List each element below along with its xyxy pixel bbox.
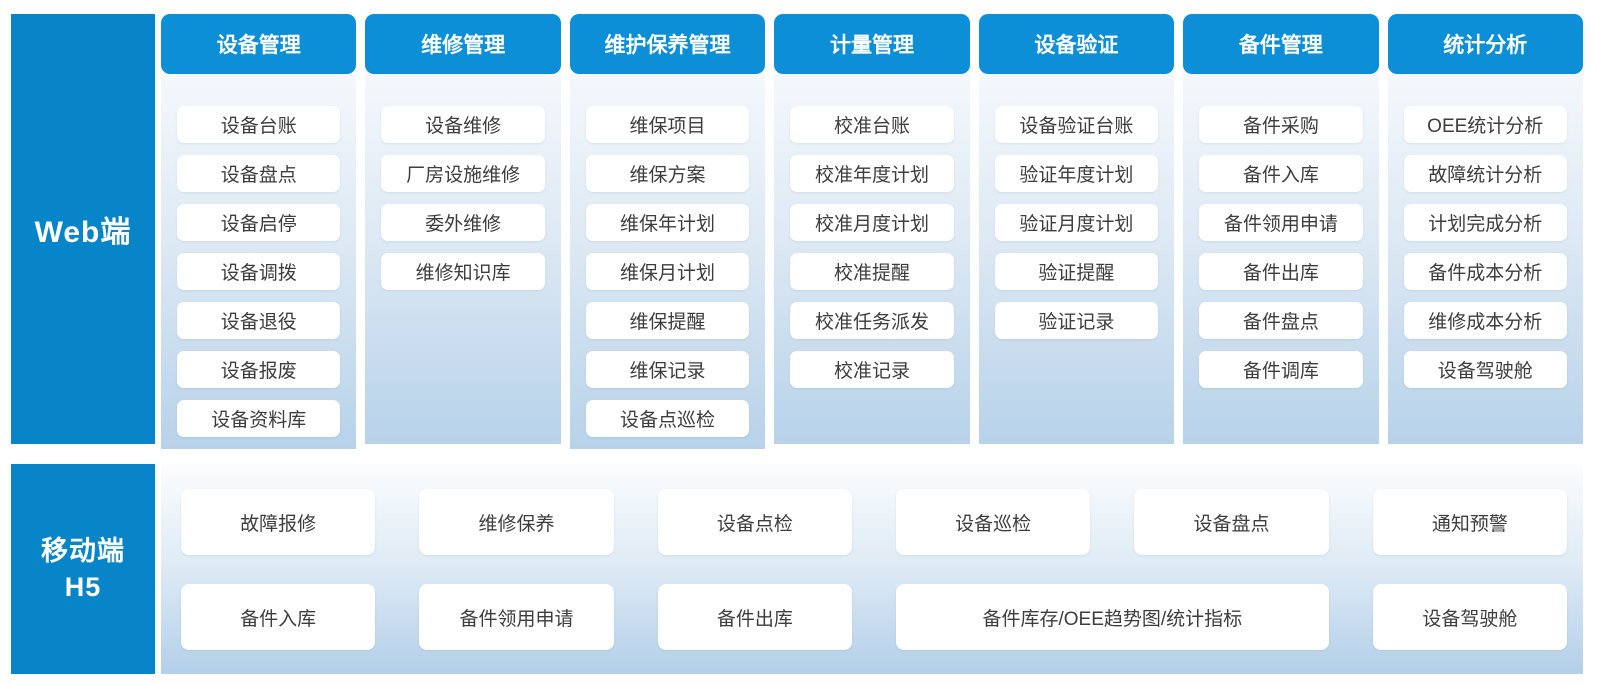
feature-item: 维保方案	[585, 155, 750, 192]
column-body: 设备验证台账验证年度计划验证月度计划验证提醒验证记录	[978, 74, 1175, 444]
feature-item: 设备资料库	[177, 400, 341, 437]
feature-item: 故障统计分析	[1403, 155, 1567, 192]
feature-item: 维修成本分析	[1403, 302, 1567, 339]
feature-item: 备件采购	[1199, 106, 1363, 143]
mobile-feature-item: 备件入库	[181, 584, 376, 650]
feature-item: 设备调拨	[177, 253, 341, 290]
mobile-side-label-line2: H5	[64, 572, 102, 602]
feature-item: 设备报废	[177, 351, 341, 388]
column-body: 维保项目维保方案维保年计划维保月计划维保提醒维保记录设备点巡检	[569, 74, 766, 449]
feature-item: 校准记录	[790, 351, 954, 388]
column-body: 设备维修厂房设施维修委外维修维修知识库	[365, 74, 561, 444]
column-header: 统计分析	[1387, 14, 1583, 74]
mobile-side-label-line1: 移动端	[41, 535, 125, 566]
column-body: OEE统计分析故障统计分析计划完成分析备件成本分析维修成本分析设备驾驶舱	[1387, 74, 1583, 444]
feature-item: 设备退役	[177, 302, 341, 339]
mobile-feature-item: 设备巡检	[895, 489, 1091, 555]
mobile-feature-item: 备件库存/OEE趋势图/统计指标	[895, 584, 1329, 650]
feature-item: 备件入库	[1199, 155, 1363, 192]
column-header: 设备验证	[978, 14, 1175, 74]
feature-item: 设备启停	[177, 204, 341, 241]
feature-item: 维保年计划	[585, 204, 750, 241]
feature-item: 校准年度计划	[790, 155, 954, 192]
feature-item: OEE统计分析	[1403, 106, 1567, 143]
feature-item: 设备台账	[177, 106, 341, 143]
web-side-label-text: Web端	[34, 216, 132, 249]
column-header: 维护保养管理	[569, 14, 766, 74]
feature-item: 设备盘点	[177, 155, 341, 192]
feature-item: 备件出库	[1199, 253, 1363, 290]
feature-item: 备件盘点	[1199, 302, 1363, 339]
feature-item: 校准任务派发	[790, 302, 954, 339]
web-column: 设备管理设备台账设备盘点设备启停设备调拨设备退役设备报废设备资料库	[161, 14, 357, 449]
feature-item: 维修知识库	[381, 253, 545, 290]
feature-item: 验证月度计划	[994, 204, 1159, 241]
column-body: 备件采购备件入库备件领用申请备件出库备件盘点备件调库	[1183, 74, 1379, 444]
mobile-feature-item: 维修保养	[419, 489, 614, 555]
mobile-section: 移动端 H5 故障报修维修保养设备点检设备巡检设备盘点通知预警备件入库备件领用申…	[11, 464, 1583, 674]
feature-item: 备件调库	[1199, 351, 1363, 388]
mobile-feature-item: 设备驾驶舱	[1372, 584, 1567, 650]
feature-item: 设备验证台账	[994, 106, 1159, 143]
column-header: 设备管理	[161, 14, 357, 74]
feature-item: 设备驾驶舱	[1403, 351, 1567, 388]
feature-item: 设备点巡检	[585, 400, 750, 437]
feature-item: 备件成本分析	[1403, 253, 1567, 290]
mobile-feature-item: 设备点检	[657, 489, 852, 555]
column-body: 校准台账校准年度计划校准月度计划校准提醒校准任务派发校准记录	[774, 74, 970, 444]
mobile-feature-item: 备件领用申请	[419, 584, 614, 650]
web-column: 备件管理备件采购备件入库备件领用申请备件出库备件盘点备件调库	[1183, 14, 1379, 444]
web-columns: 设备管理设备台账设备盘点设备启停设备调拨设备退役设备报废设备资料库维修管理设备维…	[161, 14, 1583, 449]
mobile-row: 备件入库备件领用申请备件出库备件库存/OEE趋势图/统计指标设备驾驶舱	[181, 584, 1567, 650]
feature-item: 计划完成分析	[1403, 204, 1567, 241]
web-column: 维护保养管理维保项目维保方案维保年计划维保月计划维保提醒维保记录设备点巡检	[569, 14, 766, 449]
feature-item: 维保项目	[585, 106, 750, 143]
feature-item: 校准月度计划	[790, 204, 954, 241]
web-column: 计量管理校准台账校准年度计划校准月度计划校准提醒校准任务派发校准记录	[774, 14, 970, 444]
mobile-feature-item: 故障报修	[181, 489, 376, 555]
feature-item: 验证年度计划	[994, 155, 1159, 192]
column-header: 备件管理	[1183, 14, 1379, 74]
feature-item: 验证记录	[994, 302, 1159, 339]
feature-item: 备件领用申请	[1199, 204, 1363, 241]
feature-item: 厂房设施维修	[381, 155, 545, 192]
web-side-label: Web端	[11, 14, 155, 444]
feature-item: 验证提醒	[994, 253, 1159, 290]
mobile-row: 故障报修维修保养设备点检设备巡检设备盘点通知预警	[181, 489, 1567, 555]
column-body: 设备台账设备盘点设备启停设备调拨设备退役设备报废设备资料库	[161, 74, 357, 449]
column-header: 计量管理	[774, 14, 970, 74]
mobile-body: 故障报修维修保养设备点检设备巡检设备盘点通知预警备件入库备件领用申请备件出库备件…	[161, 464, 1583, 674]
feature-item: 维保记录	[585, 351, 750, 388]
web-column: 设备验证设备验证台账验证年度计划验证月度计划验证提醒验证记录	[978, 14, 1175, 444]
web-section: Web端 设备管理设备台账设备盘点设备启停设备调拨设备退役设备报废设备资料库维修…	[11, 14, 1583, 449]
feature-item: 校准提醒	[790, 253, 954, 290]
mobile-side-label: 移动端 H5	[11, 464, 155, 674]
feature-item: 委外维修	[381, 204, 545, 241]
mobile-feature-item: 设备盘点	[1134, 489, 1329, 555]
web-column: 维修管理设备维修厂房设施维修委外维修维修知识库	[365, 14, 561, 444]
column-header: 维修管理	[365, 14, 561, 74]
mobile-feature-item: 通知预警	[1372, 489, 1567, 555]
feature-item: 设备维修	[381, 106, 545, 143]
feature-item: 维保提醒	[585, 302, 750, 339]
mobile-feature-item: 备件出库	[657, 584, 852, 650]
feature-item: 校准台账	[790, 106, 954, 143]
feature-item: 维保月计划	[585, 253, 750, 290]
